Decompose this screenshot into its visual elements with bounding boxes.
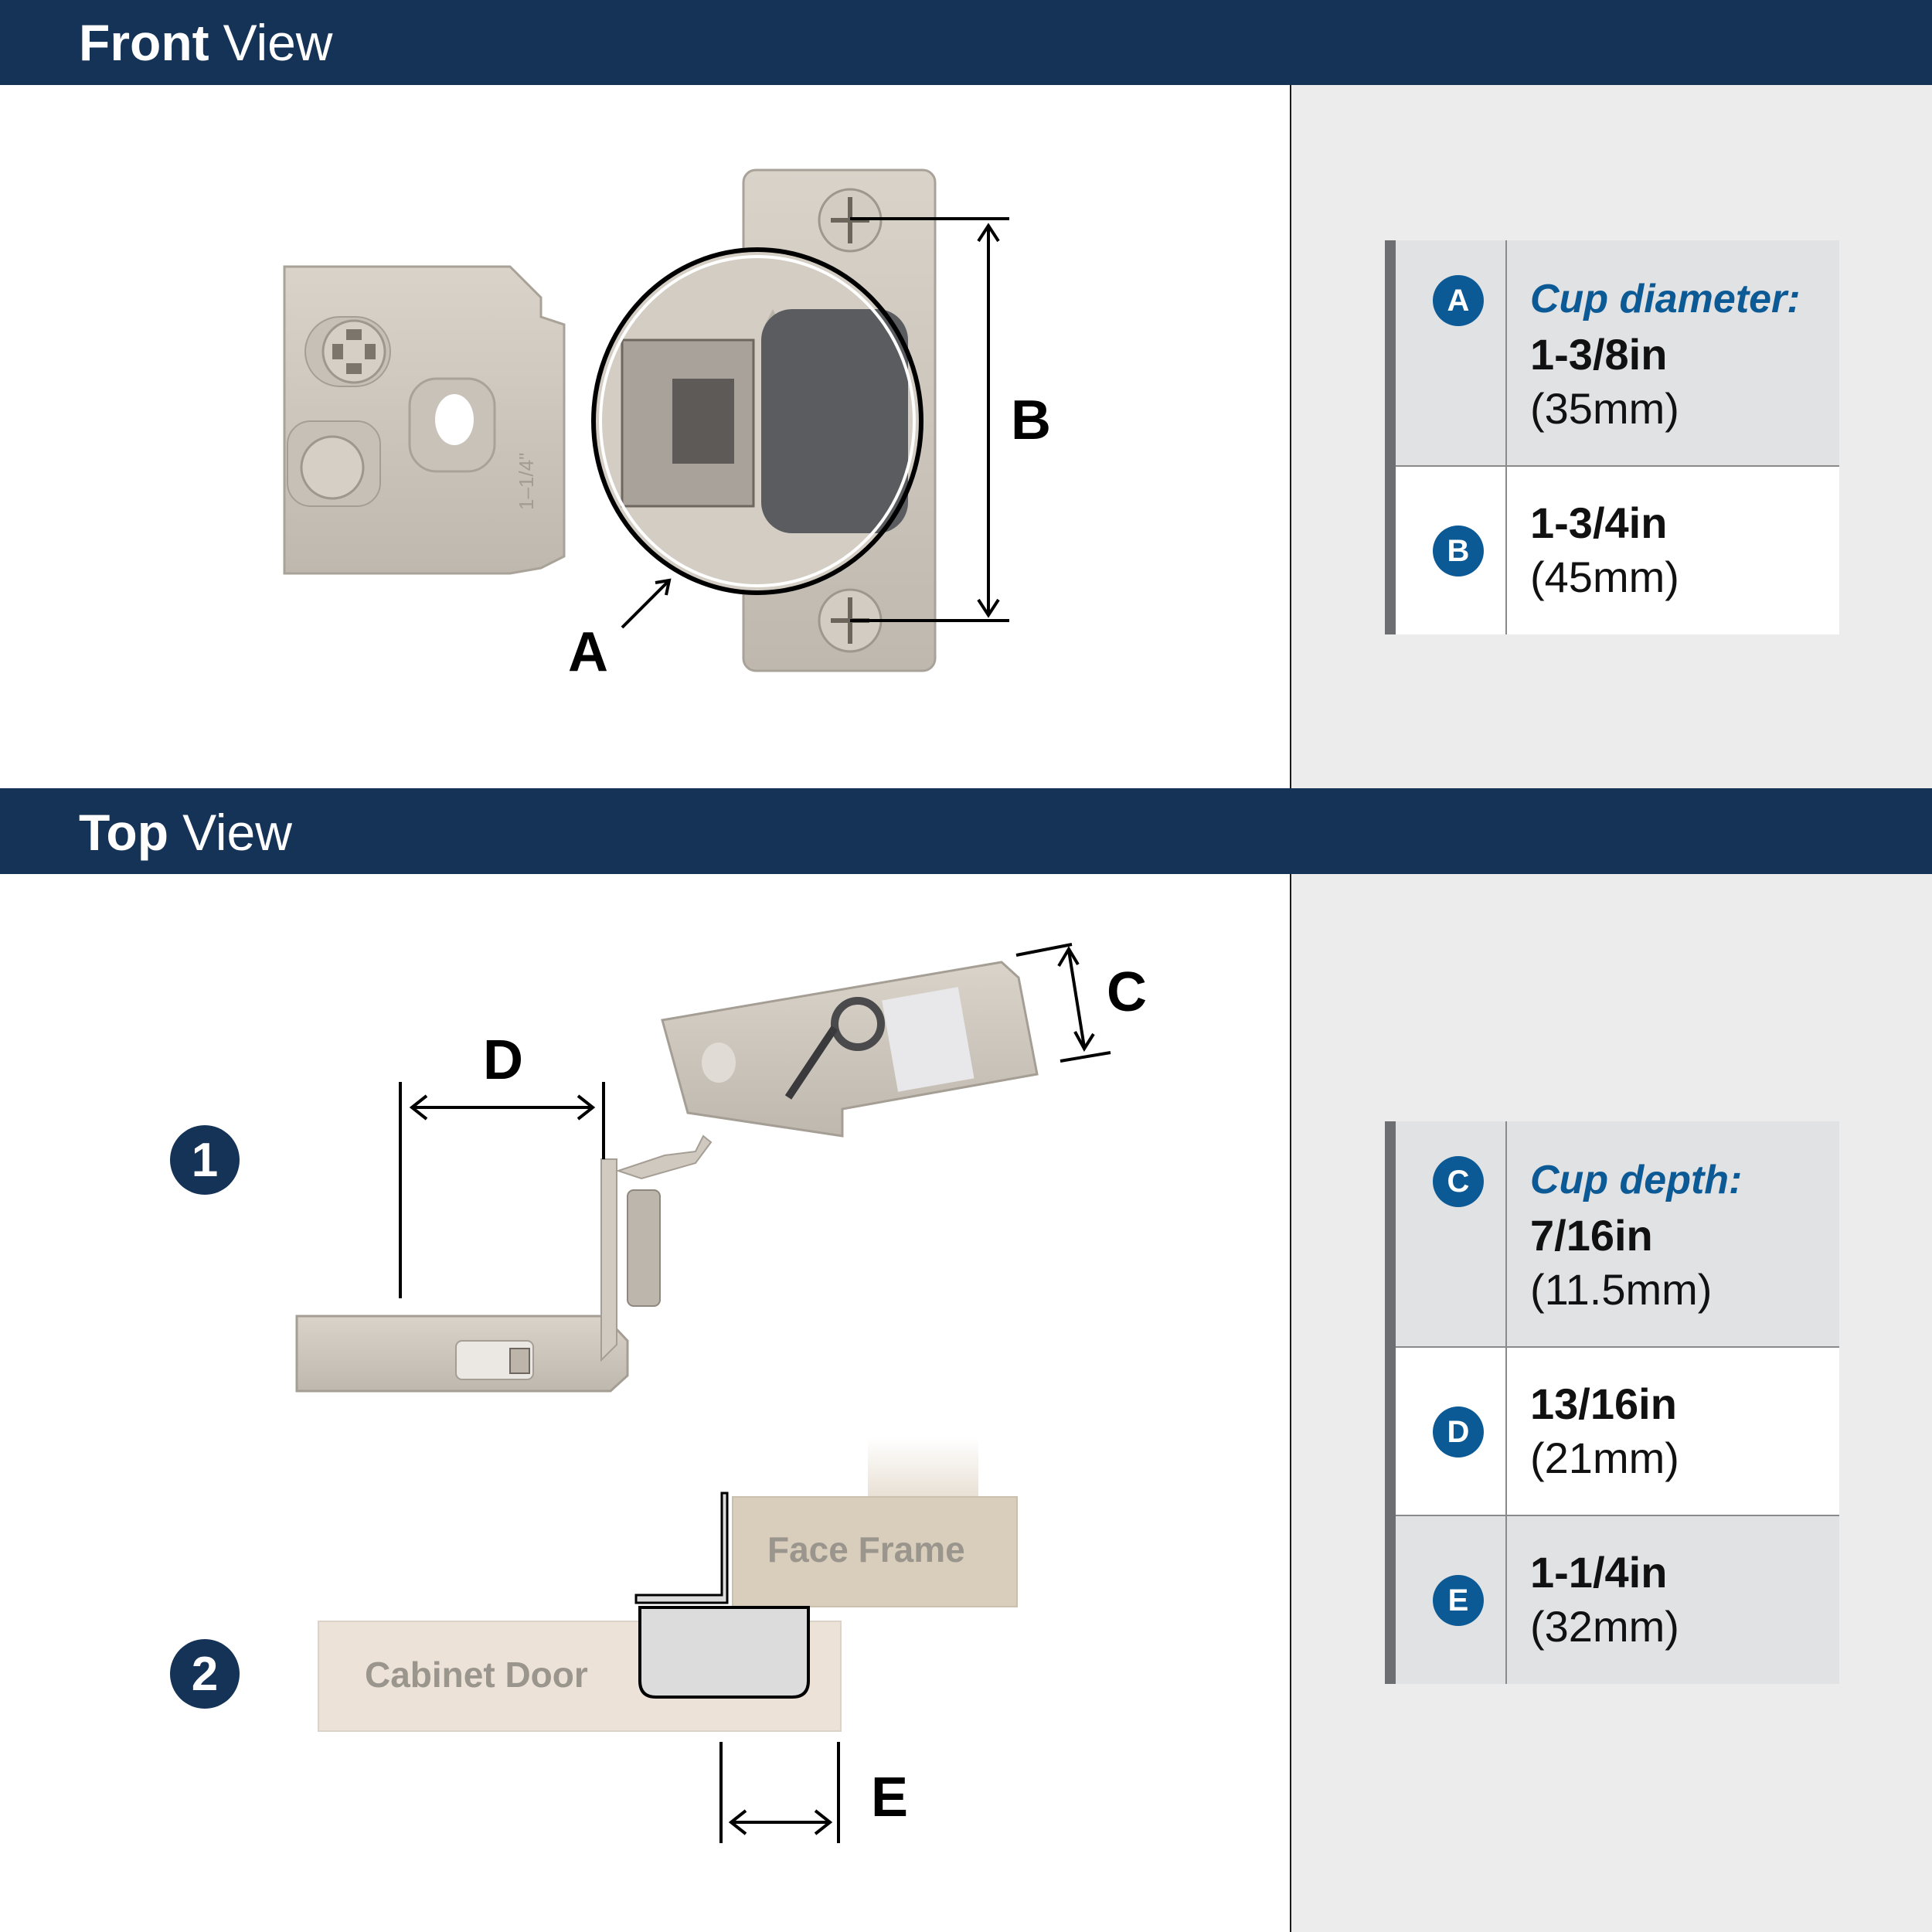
spec-value-mm: (45mm) bbox=[1530, 553, 1679, 601]
hinge-top-illustration bbox=[295, 961, 1039, 1393]
spec-value-mm: (21mm) bbox=[1530, 1434, 1679, 1482]
spec-value-in: 13/16in bbox=[1530, 1379, 1677, 1428]
callout-d: D bbox=[483, 1029, 523, 1091]
callout-e: E bbox=[871, 1767, 909, 1828]
spec-row-a: A Cup diameter: 1-3/8in (35mm) bbox=[1396, 240, 1839, 467]
spec-label: Cup diameter: bbox=[1530, 277, 1801, 321]
badge-e: E bbox=[1433, 1575, 1484, 1626]
face-frame-label: Face Frame bbox=[767, 1529, 965, 1570]
callout-c: C bbox=[1107, 961, 1147, 1023]
panel-divider bbox=[1290, 85, 1291, 788]
spec-label: Cup depth: bbox=[1530, 1158, 1743, 1202]
badge-a: A bbox=[1433, 275, 1484, 326]
callout-b: B bbox=[1011, 389, 1051, 451]
svg-text:1–1/4": 1–1/4" bbox=[515, 453, 538, 510]
spec-value-mm: (11.5mm) bbox=[1530, 1265, 1713, 1314]
spec-value-in: 1-3/8in bbox=[1530, 330, 1668, 379]
top-spec-table: C Cup depth: 7/16in (11.5mm) D 13/16in (… bbox=[1385, 1121, 1839, 1684]
front-spec-table: A Cup diameter: 1-3/8in (35mm) B 1-3/4in… bbox=[1385, 240, 1839, 634]
cabinet-door-label: Cabinet Door bbox=[365, 1655, 588, 1695]
spec-value-in: 7/16in bbox=[1530, 1211, 1653, 1260]
step-1-badge: 1 bbox=[170, 1125, 240, 1195]
spec-row-d: D 13/16in (21mm) bbox=[1396, 1348, 1839, 1516]
spec-value-in: 1-3/4in bbox=[1530, 498, 1668, 547]
spec-row-c: C Cup depth: 7/16in (11.5mm) bbox=[1396, 1121, 1839, 1348]
badge-b: B bbox=[1433, 526, 1484, 577]
callout-a: A bbox=[568, 621, 608, 683]
spec-value-mm: (35mm) bbox=[1530, 384, 1679, 433]
spec-row-e: E 1-1/4in (32mm) bbox=[1396, 1516, 1839, 1684]
badge-c: C bbox=[1433, 1156, 1484, 1207]
step-2-badge: 2 bbox=[170, 1639, 240, 1709]
spec-value-mm: (32mm) bbox=[1530, 1602, 1679, 1651]
spec-value-in: 1-1/4in bbox=[1530, 1548, 1668, 1597]
badge-d: D bbox=[1433, 1406, 1484, 1458]
spec-row-b: B 1-3/4in (45mm) bbox=[1396, 467, 1839, 634]
panel-divider bbox=[1290, 874, 1291, 1932]
